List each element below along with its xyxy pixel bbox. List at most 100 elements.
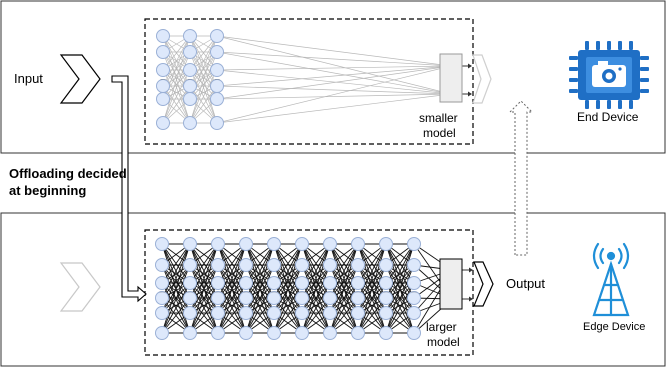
larger-model-ellipsis: ... [299, 288, 305, 295]
smaller-model-label-line1: smaller [419, 111, 458, 125]
larger-model-network: ................................. [155, 237, 473, 340]
larger-model-neuron [295, 306, 309, 320]
larger-model-neuron [211, 258, 225, 272]
larger-model-neuron [295, 326, 309, 340]
smaller-model-neuron [210, 29, 224, 43]
larger-model-neuron [323, 276, 337, 290]
smaller-model-neuron [210, 45, 224, 59]
smaller-model-label-line2: model [423, 126, 456, 140]
larger-model-neuron [211, 276, 225, 290]
larger-model-ellipsis: ... [215, 288, 221, 295]
larger-model-neuron [211, 326, 225, 340]
offloading-route-arrow-icon [111, 75, 147, 303]
larger-model-neuron [267, 326, 281, 340]
larger-model-neuron [211, 237, 225, 251]
larger-model-neuron [407, 258, 421, 272]
input-arrow-icon [59, 54, 101, 104]
larger-model-neuron [155, 306, 169, 320]
larger-model-label-line2: model [427, 335, 460, 349]
larger-model-ellipsis: ... [327, 288, 333, 295]
edge-device-label: Edge Device [583, 321, 646, 333]
larger-model-ellipsis: ... [159, 288, 165, 295]
larger-model-neuron [239, 237, 253, 251]
larger-model-neuron [351, 291, 365, 305]
larger-model-neuron [239, 326, 253, 340]
smaller-model-neuron [210, 116, 224, 130]
larger-model-neuron [239, 258, 253, 272]
output-chevron-icon [473, 261, 494, 307]
larger-model-neuron [155, 276, 169, 290]
larger-model-neuron [351, 237, 365, 251]
larger-model-neuron [407, 306, 421, 320]
larger-model-neuron [351, 326, 365, 340]
larger-model-neuron [351, 276, 365, 290]
larger-model-neuron [407, 276, 421, 290]
offloading-label-line2: at beginning [9, 183, 87, 198]
smaller-model-neuron [156, 63, 170, 77]
larger-model-neuron [295, 237, 309, 251]
edge-device-panel [0, 212, 666, 367]
larger-model-neuron [323, 306, 337, 320]
larger-model-neuron [295, 276, 309, 290]
larger-model-neuron [267, 291, 281, 305]
larger-model-neuron [407, 237, 421, 251]
larger-model-neuron [183, 276, 197, 290]
larger-model-ellipsis: ... [271, 288, 277, 295]
larger-model-neuron [379, 276, 393, 290]
larger-model-neuron [239, 291, 253, 305]
smaller-model-neuron [183, 116, 197, 130]
radio-tower-icon [592, 242, 630, 317]
larger-model-neuron [239, 306, 253, 320]
larger-output-box [439, 258, 463, 310]
larger-model-neuron [295, 258, 309, 272]
larger-model-neuron [155, 326, 169, 340]
larger-model-neuron [267, 258, 281, 272]
larger-model-neuron [267, 306, 281, 320]
larger-model-label-line1: larger [426, 320, 457, 334]
output-label: Output [506, 276, 546, 291]
input-label: Input [14, 71, 43, 86]
offloading-label-line1: Offloading decided [9, 166, 127, 181]
larger-model-neuron [323, 291, 337, 305]
larger-model-neuron [351, 306, 365, 320]
smaller-model-neuron [156, 116, 170, 130]
larger-model-neuron [155, 291, 169, 305]
smaller-model-neuron [156, 92, 170, 106]
smaller-model-neuron [156, 45, 170, 59]
smaller-model-box [144, 18, 474, 145]
larger-model-ellipsis: ... [243, 288, 249, 295]
larger-model-neuron [183, 258, 197, 272]
smaller-model-neuron [183, 63, 197, 77]
larger-model-neuron [351, 258, 365, 272]
larger-model-neuron [155, 258, 169, 272]
smaller-model-ellipsis: ... [160, 75, 166, 82]
larger-model-ellipsis: ... [187, 288, 193, 295]
larger-model-ellipsis: ... [383, 288, 389, 295]
smaller-output-box [439, 53, 463, 103]
smaller-model-neuron [183, 29, 197, 43]
output-chevron-faded-icon [472, 54, 492, 104]
larger-model-neuron [323, 237, 337, 251]
larger-model-neuron [323, 326, 337, 340]
smaller-model-ellipsis: ... [187, 75, 193, 82]
larger-model-neuron [239, 276, 253, 290]
smaller-model-neuron [183, 45, 197, 59]
larger-model-neuron [407, 326, 421, 340]
larger-model-neuron [323, 258, 337, 272]
larger-model-neuron [267, 276, 281, 290]
smaller-model-neuron [156, 29, 170, 43]
end-device-panel [0, 0, 666, 154]
larger-model-neuron [183, 306, 197, 320]
larger-model-neuron [211, 306, 225, 320]
smaller-model-ellipsis: ... [214, 75, 220, 82]
larger-model-ellipsis: ... [355, 288, 361, 295]
larger-model-neuron [183, 326, 197, 340]
smaller-model-neuron [183, 92, 197, 106]
larger-model-neuron [407, 291, 421, 305]
larger-model-neuron [211, 291, 225, 305]
larger-model-neuron [155, 237, 169, 251]
larger-model-neuron [379, 306, 393, 320]
larger-model-neuron [379, 237, 393, 251]
